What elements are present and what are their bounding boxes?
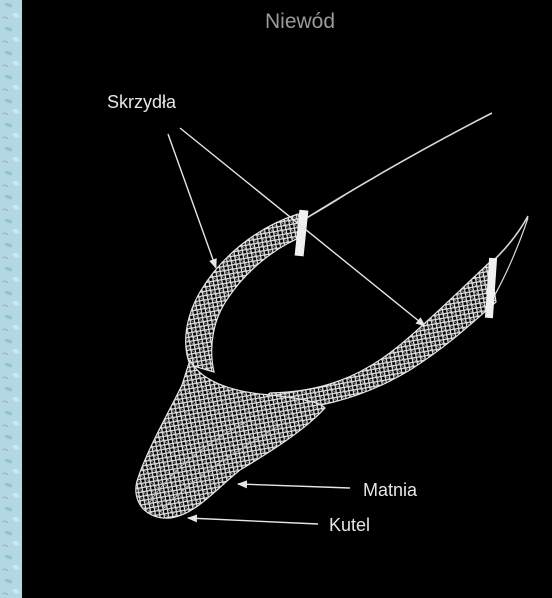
arrow-codend [188,518,318,524]
arrow-wings-left [168,134,216,268]
arrow-bunt [238,484,350,488]
tow-rope-left [300,113,492,222]
net-wing-left [186,214,304,372]
diagram-title: Niewód [265,10,335,34]
tow-rope-right [492,216,528,300]
label-codend: Kutel [329,515,370,536]
label-bunt: Matnia [363,480,417,501]
label-wings: Skrzydła [107,92,176,113]
net-bunt-codend [136,360,325,518]
